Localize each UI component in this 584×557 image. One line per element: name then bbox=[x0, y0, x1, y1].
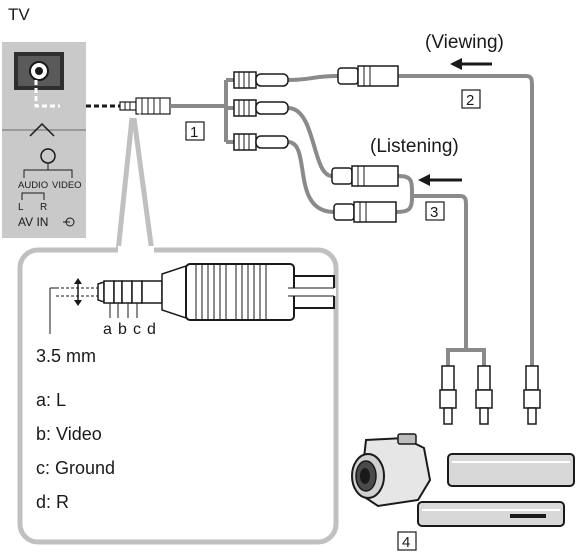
audio-cable-1 bbox=[287, 106, 333, 178]
rca-plugs-split bbox=[233, 71, 289, 151]
av-in-jack-hole bbox=[35, 67, 43, 75]
legend-a: a: L bbox=[36, 390, 66, 410]
device-rca-plugs bbox=[439, 365, 541, 425]
legend-d: d: R bbox=[36, 492, 69, 512]
plug-detail-callout bbox=[17, 110, 339, 545]
panel-arrow-icon bbox=[29, 122, 55, 137]
internal-route-line bbox=[34, 80, 60, 108]
camcorder-icon bbox=[351, 433, 432, 508]
callout-3: 3 bbox=[425, 201, 445, 221]
callout-1: 1 bbox=[185, 121, 205, 141]
panel-l-label: L bbox=[18, 202, 24, 213]
panel-av-in-label: AV IN bbox=[18, 215, 48, 229]
tv-panel: AUDIO VIDEO L R AV IN bbox=[2, 42, 86, 238]
plug-size-label: 3.5 mm bbox=[36, 346, 96, 366]
recorder-top-icon bbox=[447, 453, 575, 487]
audio-cable-to-device bbox=[412, 194, 468, 350]
l-r-bracket bbox=[21, 192, 45, 200]
video-cable-short bbox=[287, 74, 339, 82]
video-cable-to-device bbox=[398, 74, 534, 368]
plug-letter-b: b bbox=[118, 321, 127, 338]
recorder-bottom-icon bbox=[417, 501, 565, 527]
rca-couplers bbox=[331, 65, 399, 223]
callout-2-text: 2 bbox=[466, 92, 474, 109]
tv-label: TV bbox=[8, 5, 30, 24]
callout-4-text: 4 bbox=[402, 534, 410, 551]
callout-3-text: 3 bbox=[430, 204, 438, 221]
detail-box bbox=[17, 247, 339, 545]
signal-arrows bbox=[418, 58, 492, 186]
mini-plug-small bbox=[119, 97, 171, 115]
panel-r-label: R bbox=[40, 202, 47, 213]
callout-1-text: 1 bbox=[190, 124, 198, 141]
audio-cable-2 bbox=[287, 140, 335, 214]
plug-letter-a: a bbox=[103, 321, 112, 338]
callout-4: 4 bbox=[397, 531, 417, 551]
plug-letter-d: d bbox=[147, 321, 156, 338]
callout-2: 2 bbox=[461, 89, 481, 109]
panel-audio-label: AUDIO bbox=[18, 180, 48, 191]
legend-c: c: Ground bbox=[36, 458, 115, 478]
cables bbox=[170, 74, 534, 368]
viewing-label: (Viewing) bbox=[425, 32, 504, 53]
panel-video-label: VIDEO bbox=[52, 180, 82, 191]
plug-detail-drawing bbox=[49, 263, 336, 334]
listening-label: (Listening) bbox=[370, 136, 459, 157]
plug-letter-c: c bbox=[133, 321, 141, 338]
legend-b: b: Video bbox=[36, 424, 102, 444]
